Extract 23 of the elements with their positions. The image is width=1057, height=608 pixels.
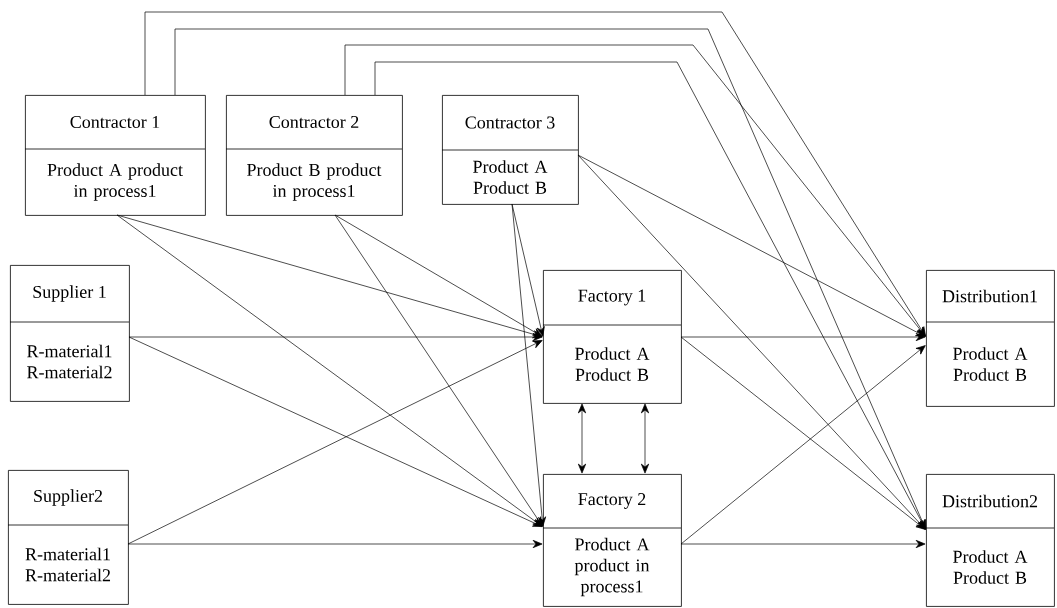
entity-box: Factory 1 Product A Product B [542,270,682,404]
arrow [374,61,926,530]
arrow [334,214,543,337]
entity-box: Contractor 1 Product A product in process1 [24,95,206,216]
entity-box: Factory 2 Product A product in process1 [542,474,682,607]
entity-box: Contractor 2 Product B product in process1 [225,95,403,216]
entity-box: Distribution1 Product A Product B [925,270,1055,407]
arrow [344,44,926,337]
arrow [640,403,650,474]
arrow [144,11,926,337]
arrow [577,403,587,474]
arrow [128,332,543,342]
arrow [680,539,926,549]
entity-box: Distribution2 Product A Product B [925,474,1055,607]
entity-box: Supplier 1 R-material1 R-material2 [9,265,130,402]
entity-box: Contractor 3 Product A Product B [441,95,579,205]
arrow [577,154,926,530]
arrow [577,154,926,337]
arrow [511,203,547,527]
arrow [334,214,543,527]
arrow [127,539,543,549]
arrow [680,332,926,342]
entity-box: Supplier2 R-material1 R-material2 [7,470,129,605]
